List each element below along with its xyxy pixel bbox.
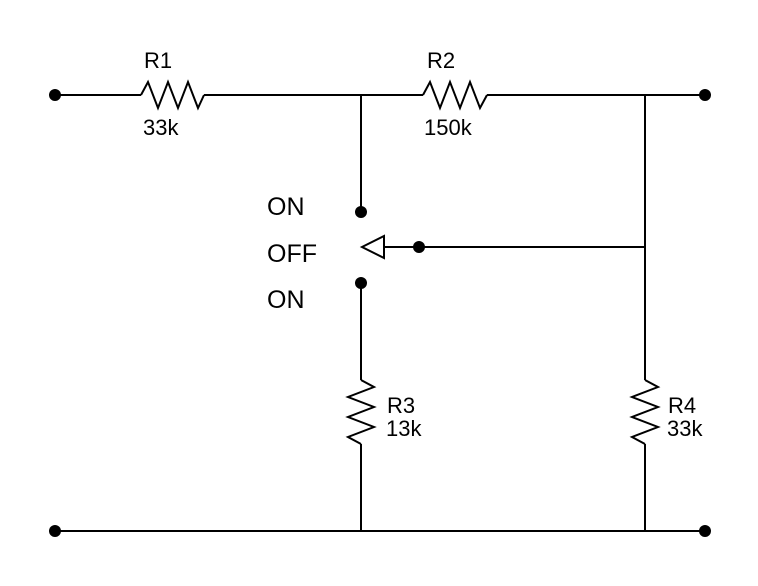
switch-common-contact: [413, 241, 425, 253]
r2-designator: R2: [427, 48, 455, 73]
r1-designator: R1: [144, 48, 172, 73]
resistor-r2-symbol: [422, 79, 488, 111]
terminal-bottom-left: [49, 525, 61, 537]
switch-label-on-bottom: ON: [267, 286, 305, 314]
r3-designator: R3: [387, 393, 415, 418]
r4-designator: R4: [668, 393, 696, 418]
r1-value: 33k: [143, 115, 179, 140]
resistor-r3-symbol: [345, 379, 377, 445]
resistor-r4-symbol: [629, 379, 661, 445]
r2-value: 150k: [424, 115, 473, 140]
terminal-top-left: [49, 89, 61, 101]
r3-value: 13k: [386, 416, 422, 441]
switch-contact-on-bottom: [355, 277, 367, 289]
terminal-top-right: [699, 89, 711, 101]
r4-value: 33k: [667, 416, 703, 441]
switch-label-off: OFF: [267, 240, 317, 268]
resistor-r1-symbol: [140, 79, 205, 111]
switch-label-on-top: ON: [267, 193, 305, 221]
switch-wiper-arrow: [359, 234, 385, 260]
terminal-bottom-right: [699, 525, 711, 537]
switch-contact-on-top: [355, 206, 367, 218]
